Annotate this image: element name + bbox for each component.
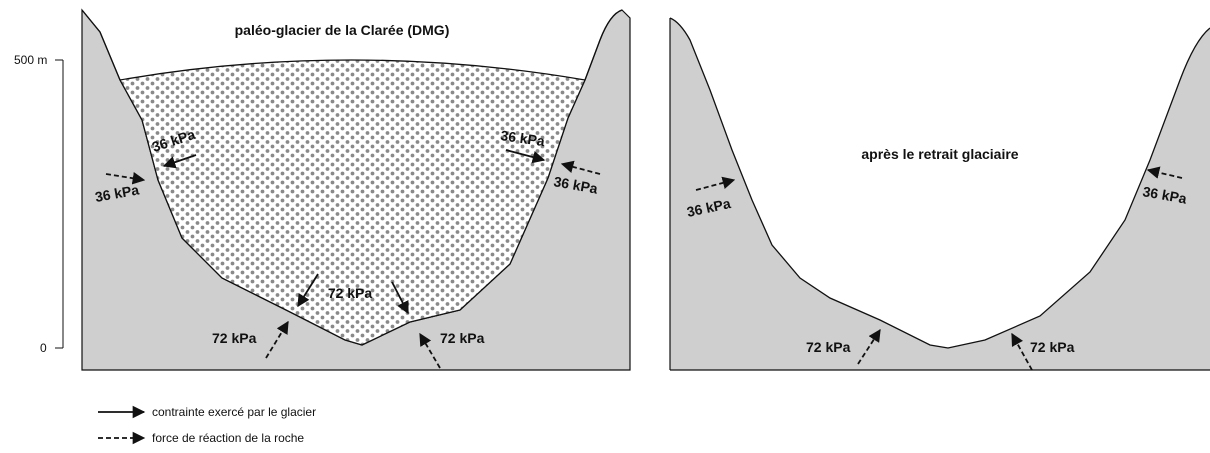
- glacier-surface-line: [119, 59, 586, 81]
- right-panel-right-reaction-label: 36 kPa: [1141, 183, 1188, 206]
- legend-solid-label: contrainte exercé par le glacier: [152, 405, 316, 419]
- left-rock-reaction-label: 36 kPa: [94, 181, 141, 204]
- rock-reaction-arrow-bottom-left: [265, 320, 289, 359]
- right-valley-profile: [669, 17, 1210, 349]
- right-glacier-stress-label: 36 kPa: [500, 127, 546, 149]
- legend-dashed-label: force de réaction de la roche: [152, 431, 304, 445]
- bottom-right-rock-reaction-label: 72 kPa: [440, 330, 485, 346]
- glacier-stress-arrow-bottom-right: [391, 281, 409, 315]
- right-rock-reaction-label: 36 kPa: [552, 173, 599, 196]
- glacier-stress-arrow-left: [162, 154, 197, 169]
- bottom-left-rock-reaction-label: 72 kPa: [212, 330, 257, 346]
- rock-reaction-arrow-right-panel-bottom-left: [857, 328, 881, 365]
- right-panel-bottom-right-reaction-label: 72 kPa: [1030, 339, 1075, 355]
- right-panel-title: après le retrait glaciaire: [861, 146, 1018, 162]
- right-rock-mass: [670, 18, 1210, 370]
- left-valley-profile: [81, 9, 623, 346]
- left-panel-glacier-valley: paléo-glacier de la Clarée (DMG) 36 kPa …: [81, 8, 631, 371]
- right-panel-deglaciated-valley: après le retrait glaciaire 36 kPa 36 kPa…: [669, 17, 1210, 371]
- vertical-scale: 500 m 0: [14, 53, 64, 355]
- rock-reaction-arrow-left: [105, 172, 146, 185]
- rock-reaction-arrow-right: [560, 160, 601, 175]
- bottom-glacier-stress-label: 72 kPa: [328, 285, 373, 301]
- rock-reaction-arrow-right-panel-left: [695, 176, 736, 191]
- left-panel-title: paléo-glacier de la Clarée (DMG): [235, 22, 450, 38]
- glacier-stress-arrow-right: [505, 149, 546, 164]
- legend: contrainte exercé par le glacier force d…: [98, 405, 316, 445]
- scale-bottom-label: 0: [40, 341, 47, 355]
- rock-reaction-arrow-right-panel-bottom-right: [1011, 332, 1033, 371]
- right-panel-bottom-left-reaction-label: 72 kPa: [806, 339, 851, 355]
- rock-reaction-arrow-bottom-right: [419, 332, 441, 369]
- rock-reaction-arrow-right-panel-right: [1146, 166, 1183, 179]
- scale-top-label: 500 m: [14, 53, 47, 67]
- glacier-stress-arrow-bottom-left: [297, 273, 319, 308]
